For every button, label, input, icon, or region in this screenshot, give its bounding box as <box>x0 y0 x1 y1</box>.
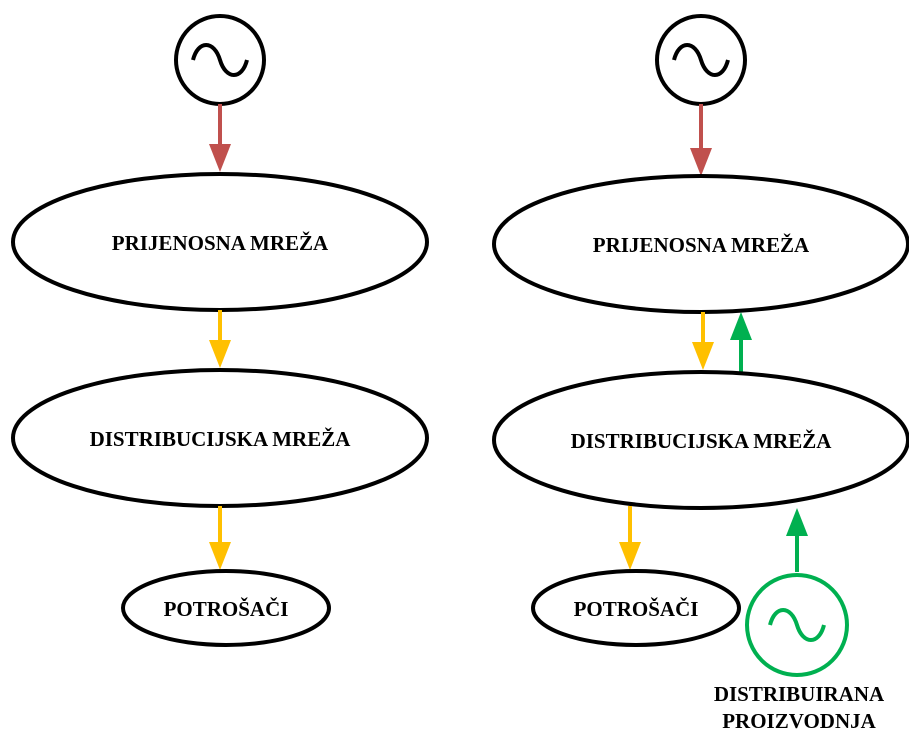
dg-caption-line1: DISTRIBUIRANA <box>714 682 885 706</box>
right-consumers-label: POTROŠAČI <box>574 597 699 621</box>
right-transmission-network-node: PRIJENOSNA MREŽA <box>492 174 909 314</box>
left-transmission-network-node: PRIJENOSNA MREŽA <box>11 172 429 312</box>
left-transmission-label: PRIJENOSNA MREŽA <box>112 231 329 255</box>
right-arrow-generator-to-transmission <box>690 104 712 176</box>
right-generator-icon <box>655 14 747 106</box>
right-distribution-label: DISTRIBUCIJSKA MREŽA <box>571 429 833 453</box>
left-consumers-label: POTROŠAČI <box>164 597 289 621</box>
right-arrow-distribution-to-consumers <box>619 506 641 570</box>
right-distribution-network-node: DISTRIBUCIJSKA MREŽA <box>492 370 909 510</box>
right-arrow-distribution-to-transmission <box>730 312 752 374</box>
distributed-generator-icon <box>745 573 849 677</box>
left-distribution-label: DISTRIBUCIJSKA MREŽA <box>90 427 352 451</box>
left-diagram: PRIJENOSNA MREŽA DISTRIBUCIJSKA MREŽA PO… <box>11 14 429 647</box>
left-generator-icon <box>174 14 266 106</box>
right-diagram: PRIJENOSNA MREŽA DISTRIBUCIJSKA MREŽA PO… <box>492 14 909 733</box>
left-consumers-node: POTROŠAČI <box>121 569 331 647</box>
right-arrow-dg-to-distribution <box>786 508 808 572</box>
dg-caption-line2: PROIZVODNJA <box>722 709 876 733</box>
left-arrow-transmission-to-distribution <box>209 310 231 368</box>
right-consumers-node: POTROŠAČI <box>531 569 741 647</box>
right-transmission-label: PRIJENOSNA MREŽA <box>593 233 810 257</box>
right-arrow-transmission-to-distribution <box>692 312 714 370</box>
left-distribution-network-node: DISTRIBUCIJSKA MREŽA <box>11 368 429 508</box>
left-arrow-distribution-to-consumers <box>209 506 231 570</box>
left-arrow-generator-to-transmission <box>209 104 231 172</box>
